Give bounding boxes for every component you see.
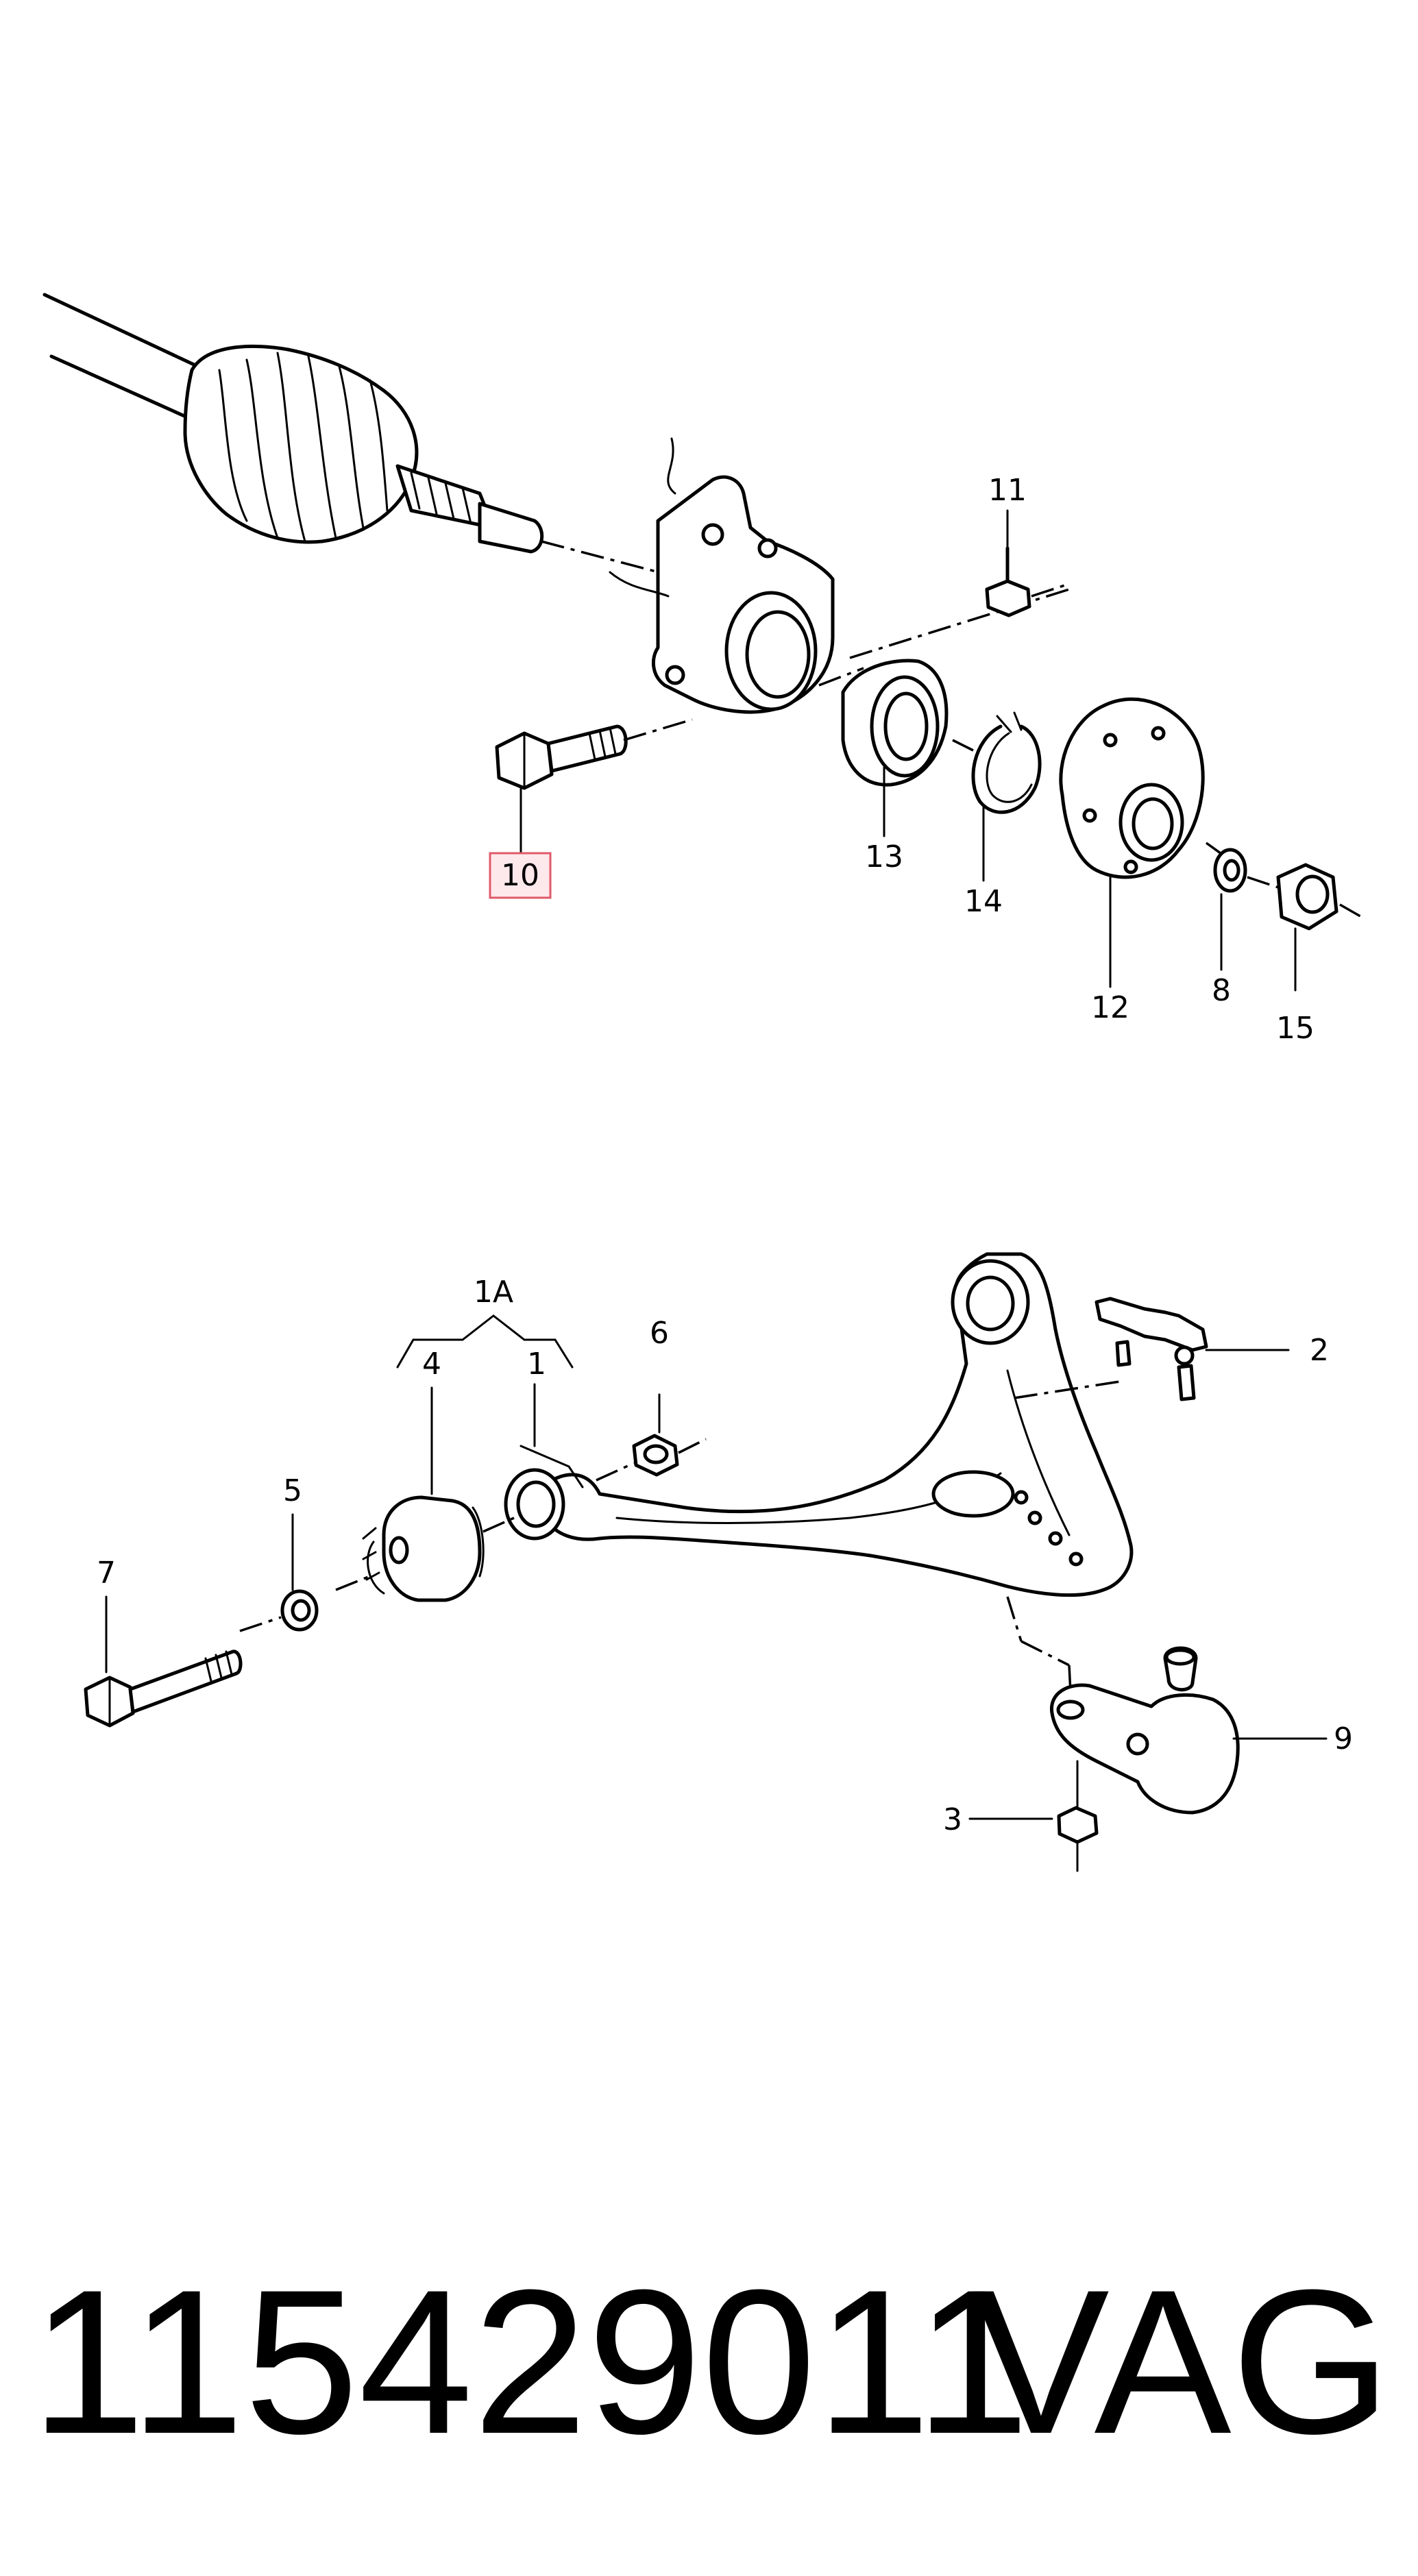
callout-2: 2 [1310,1333,1329,1368]
highlight-box-10 [489,852,552,899]
leader-lines [105,509,1328,1820]
callout-14: 14 [964,884,1003,919]
callout-1A: 1A [474,1275,513,1310]
washer-8 [1213,848,1279,893]
callout-10[interactable]: 10 [501,858,539,893]
control-arm [504,1252,1134,1693]
bracket-2 [1095,1297,1208,1401]
ball-joint-9 [1050,1646,1240,1815]
footer: 115429011 VAG [31,2246,1391,2477]
circlip-14 [971,711,1042,814]
callout-6: 6 [650,1316,669,1351]
callout-3: 3 [943,1802,962,1837]
brand-name: VAG [973,2246,1391,2477]
nut-11 [985,546,1070,617]
washer-5 [239,1589,319,1632]
part-number: 115429011 [31,2246,1029,2477]
callout-13: 13 [865,839,903,874]
nut-15 [1276,863,1365,931]
wheel-hub-12 [1059,697,1225,879]
callout-4: 4 [422,1347,441,1382]
bushing-4 [335,1495,515,1602]
callout-9: 9 [1334,1721,1353,1756]
wheel-bearing-housing [609,437,1070,714]
nut-3 [1057,1760,1099,1872]
callout-12: 12 [1091,990,1129,1025]
bolt-7 [84,1649,243,1728]
drive-shaft [42,293,672,577]
callout-8: 8 [1212,973,1231,1008]
callout-5: 5 [283,1473,302,1508]
callout-labels: 10 11 13 14 12 8 15 1A 4 1 6 2 5 7 9 3 [97,473,1353,1837]
nut-6 [596,1434,707,1482]
callout-7: 7 [97,1556,116,1591]
wheel-bearing-13 [841,659,974,787]
bolt-10[interactable] [495,718,693,790]
callout-15: 15 [1276,1011,1315,1046]
callout-1: 1 [527,1347,546,1382]
callout-11: 11 [988,473,1027,508]
